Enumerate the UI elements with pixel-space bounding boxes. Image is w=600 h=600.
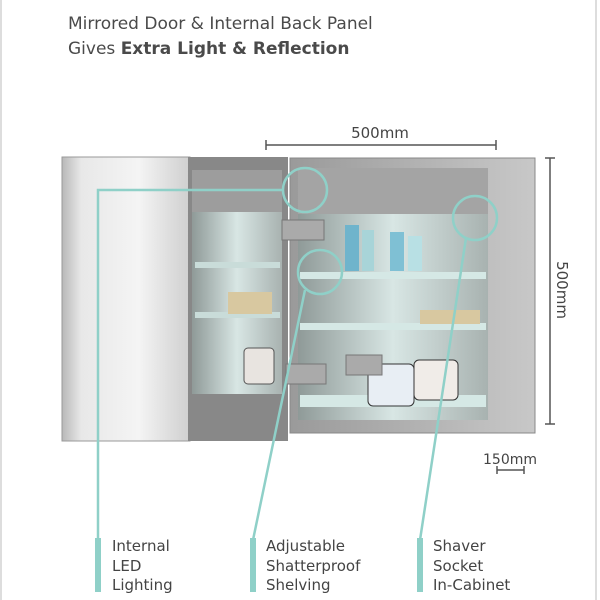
depth-dimension-line <box>496 466 525 474</box>
feature-adjustable-shelving: Adjustable Shatterproof Shelving <box>266 537 360 596</box>
width-dimension-line <box>265 140 497 150</box>
width-label: 500mm <box>351 124 409 142</box>
headline-line1: Mirrored Door & Internal Back Panel <box>68 14 373 34</box>
callout-shelving <box>251 248 344 541</box>
headline-line2: Gives Extra Light & Reflection <box>68 37 373 62</box>
headline-bold: Extra Light & Reflection <box>120 39 350 59</box>
feature-shaver-socket: Shaver Socket In-Cabinet <box>433 537 510 596</box>
feature-line: Shelving <box>266 576 331 594</box>
callout-led-lighting <box>96 166 329 540</box>
feature-line: Socket <box>433 556 484 575</box>
feature-line: Shatterproof <box>266 556 361 575</box>
feature-line: Internal <box>112 537 170 555</box>
feature-line: In-Cabinet <box>433 576 511 594</box>
feature-line: LED <box>112 556 142 575</box>
feature-line: Adjustable <box>266 537 345 555</box>
depth-label: 150mm <box>483 452 537 468</box>
headline: Mirrored Door & Internal Back Panel Give… <box>68 12 373 62</box>
height-dimension-line <box>545 157 555 425</box>
feature-internal-led-lighting: Internal LED Lighting <box>112 537 173 596</box>
feature-marker-bars <box>95 538 423 592</box>
callout-shaver-socket <box>418 194 499 541</box>
headline-prefix: Gives <box>68 39 121 59</box>
cabinet-interior-left <box>192 170 282 394</box>
height-label: 500mm <box>553 261 571 319</box>
feature-line: Shaver <box>433 537 486 555</box>
feature-line: Lighting <box>112 576 173 594</box>
cabinet-body <box>281 157 536 434</box>
